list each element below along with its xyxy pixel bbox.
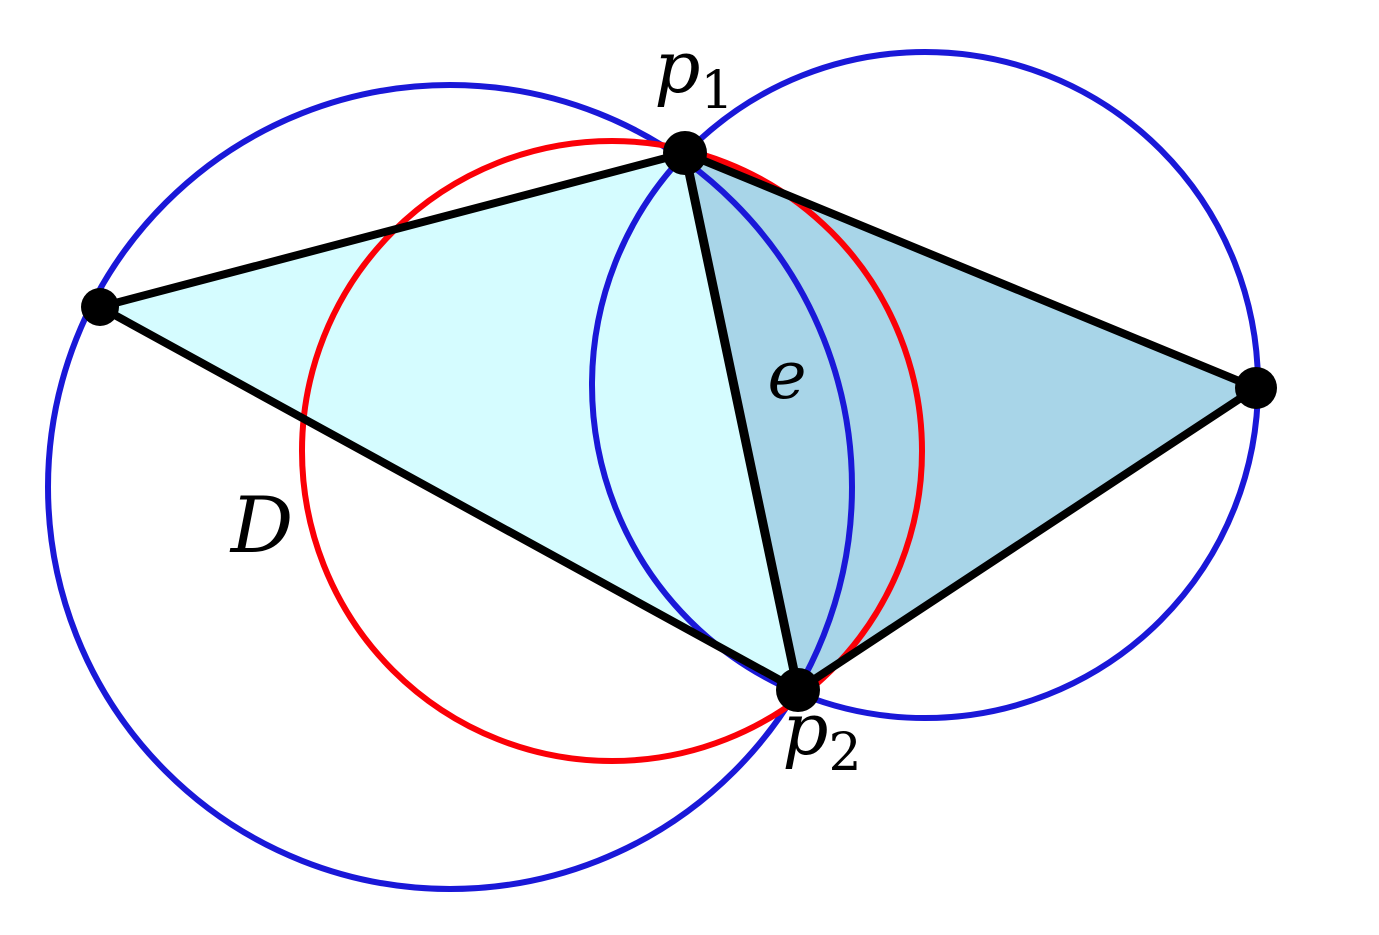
circle-layer	[45, 49, 1261, 892]
label-D: D	[229, 481, 294, 571]
left-blue-circumcircle	[45, 82, 855, 892]
right-triangle	[685, 153, 1256, 690]
edge-layer	[96, 148, 1260, 695]
label-layer: p1 p2 e D	[229, 25, 862, 783]
right-vertex	[1235, 367, 1277, 409]
left-vertex	[81, 288, 119, 326]
left-triangle	[100, 153, 798, 690]
vertex-layer	[81, 131, 1277, 712]
p1-vertex	[663, 131, 707, 175]
edge-p2-to-right	[794, 384, 1260, 694]
label-e: e	[767, 337, 806, 414]
p2-vertex	[776, 668, 820, 712]
edge-p1-to-p2	[680, 148, 803, 695]
red-circle-D	[299, 138, 925, 764]
label-p2: p2	[782, 687, 861, 783]
edge-left-to-p2	[96, 303, 802, 694]
label-p1: p1	[654, 25, 733, 121]
edge-p1-to-right	[681, 149, 1260, 392]
edge-left-to-p1	[96, 149, 689, 311]
triangle-fill-layer	[100, 153, 1256, 690]
